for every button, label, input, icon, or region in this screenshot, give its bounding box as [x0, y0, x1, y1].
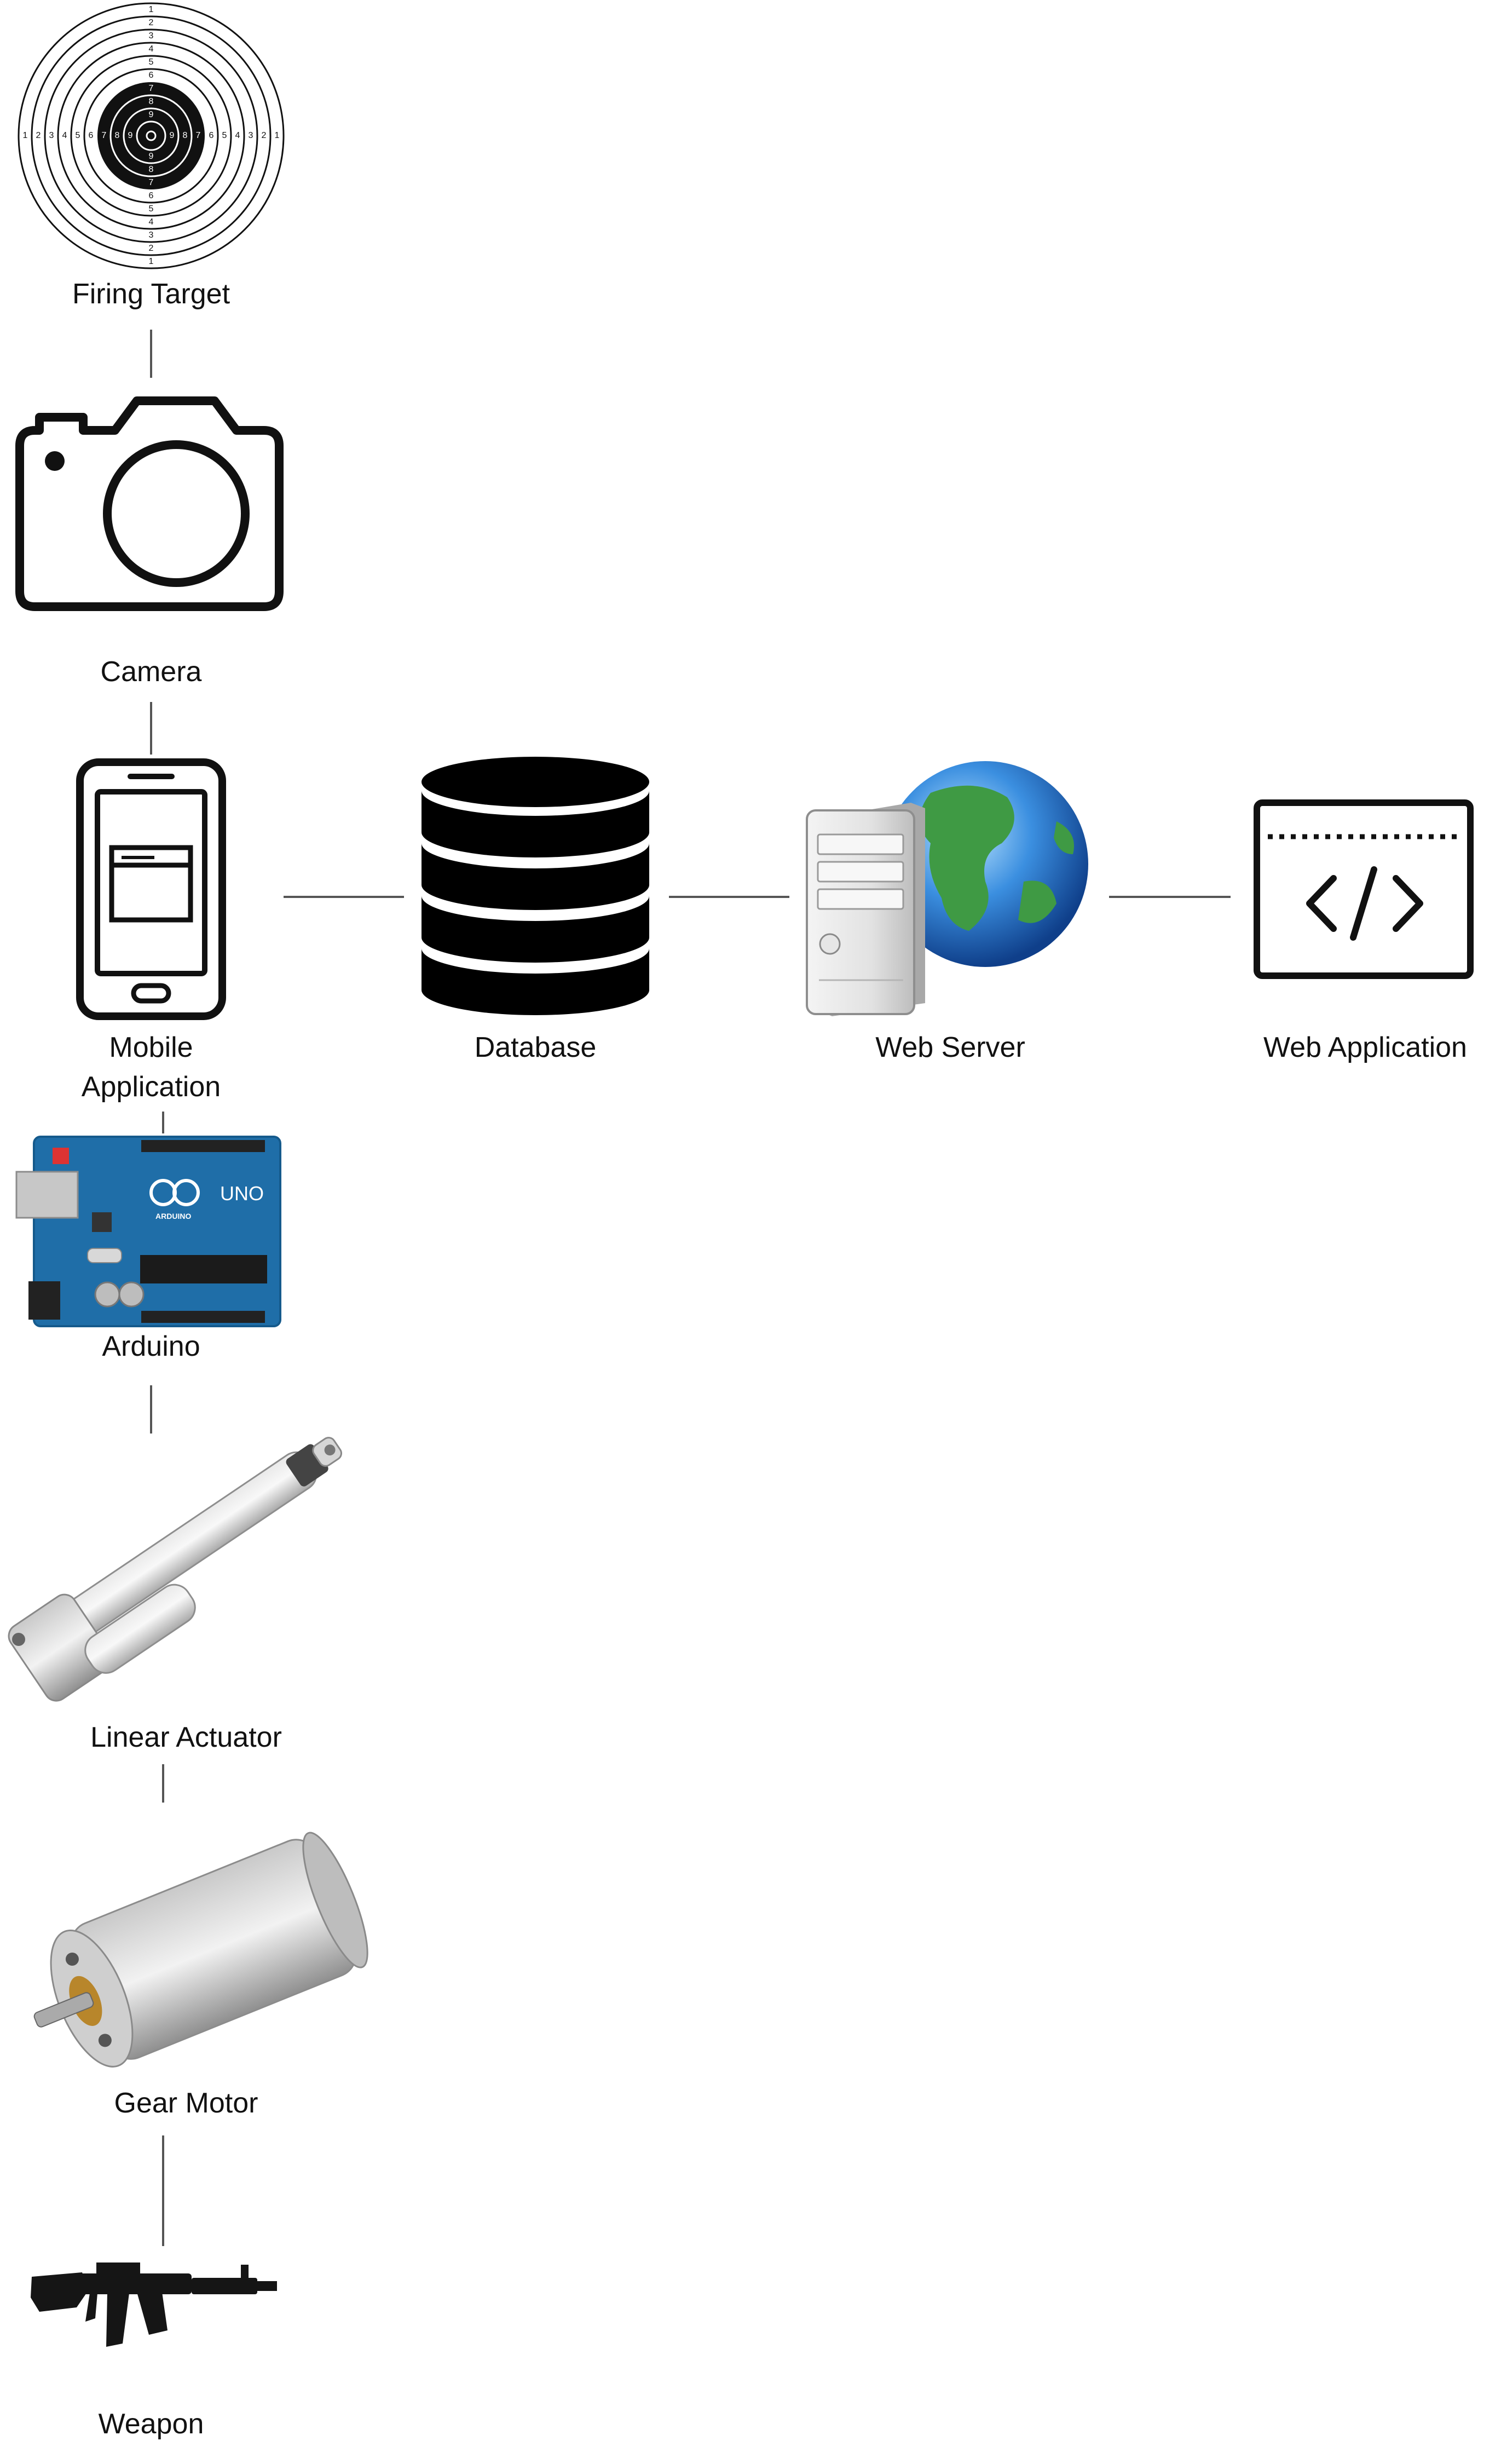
target-ring-number: 2	[36, 131, 41, 140]
target-ring-number: 2	[262, 131, 267, 140]
gear-motor-label: Gear Motor	[114, 2087, 258, 2119]
web-server-label: Web Server	[875, 1032, 1025, 1063]
mobile-application-label-line2: Application	[82, 1071, 221, 1103]
firing-target-label: Firing Target	[72, 278, 230, 310]
camera-node: Camera	[15, 396, 284, 688]
target-ring-number: 9	[170, 131, 175, 140]
target-ring-number: 7	[196, 131, 201, 140]
target-ring-number: 4	[149, 217, 154, 227]
target-ring-number: 1	[275, 131, 280, 140]
target-ring-number: 5	[222, 131, 227, 140]
linear-actuator-icon	[8, 1437, 342, 1702]
target-ring-number: 7	[149, 84, 154, 93]
target-ring-number: 3	[149, 31, 154, 41]
connector-lines	[150, 330, 1231, 2246]
target-ring-number: 8	[149, 165, 154, 174]
target-ring-number: 8	[149, 97, 154, 106]
camera-icon	[15, 396, 284, 611]
mobile-application-node: Mobile Application	[76, 758, 226, 1103]
target-ring-number: 5	[149, 204, 154, 214]
target-ring-number: 3	[249, 131, 253, 140]
target-ring-number: 7	[102, 131, 107, 140]
target-ring-number: 8	[183, 131, 188, 140]
target-ring-number: 7	[149, 178, 154, 187]
rifle-icon	[31, 2262, 277, 2347]
arduino-board-brand: ARDUINO	[155, 1212, 191, 1221]
weapon-label: Weapon	[99, 2408, 204, 2440]
camera-label: Camera	[101, 656, 202, 688]
web-application-label: Web Application	[1263, 1032, 1467, 1063]
web-server-icon	[806, 761, 1088, 1016]
linear-actuator-node: Linear Actuator	[8, 1437, 342, 1753]
target-ring-number: 5	[149, 57, 154, 67]
arduino-board-model: UNO	[220, 1182, 264, 1205]
target-ring-number: 9	[149, 110, 154, 119]
arduino-label: Arduino	[102, 1331, 200, 1362]
gear-motor-node: Gear Motor	[33, 1832, 368, 2119]
target-ring-number: 1	[149, 257, 154, 266]
target-ring-number: 3	[149, 231, 154, 240]
target-ring-number: 1	[23, 131, 28, 140]
smartphone-icon	[76, 758, 226, 1020]
target-ring-number: 6	[209, 131, 214, 140]
target-ring-number: 4	[149, 44, 154, 54]
database-icon	[422, 757, 649, 1015]
web-server-node: Web Server	[806, 761, 1088, 1063]
code-window-icon	[1254, 799, 1474, 979]
weapon-node: Weapon	[31, 2262, 277, 2440]
target-ring-number: 6	[149, 191, 154, 200]
target-ring-number: 9	[128, 131, 133, 140]
arduino-node: UNO ARDUINO Arduino	[15, 1136, 281, 1362]
arduino-board-icon: UNO ARDUINO	[15, 1136, 281, 1327]
target-ring-number: 9	[149, 152, 154, 161]
target-ring-number: 2	[149, 244, 154, 253]
database-label: Database	[475, 1032, 597, 1063]
target-ring-number: 1	[149, 5, 154, 14]
gear-motor-icon	[33, 1832, 368, 2068]
target-ring-number: 2	[149, 18, 154, 27]
target-ring-number: 8	[115, 131, 120, 140]
target-ring-number: 4	[62, 131, 67, 140]
target-ring-number: 5	[76, 131, 80, 140]
target-ring-number: 6	[89, 131, 94, 140]
target-ring-number: 4	[235, 131, 240, 140]
mobile-application-label-line1: Mobile	[109, 1032, 193, 1063]
target-ring-number: 3	[49, 131, 54, 140]
web-application-node: Web Application	[1254, 799, 1474, 1063]
target-ring-number: 6	[149, 71, 154, 80]
database-node: Database	[422, 757, 649, 1063]
linear-actuator-label: Linear Actuator	[90, 1722, 282, 1753]
